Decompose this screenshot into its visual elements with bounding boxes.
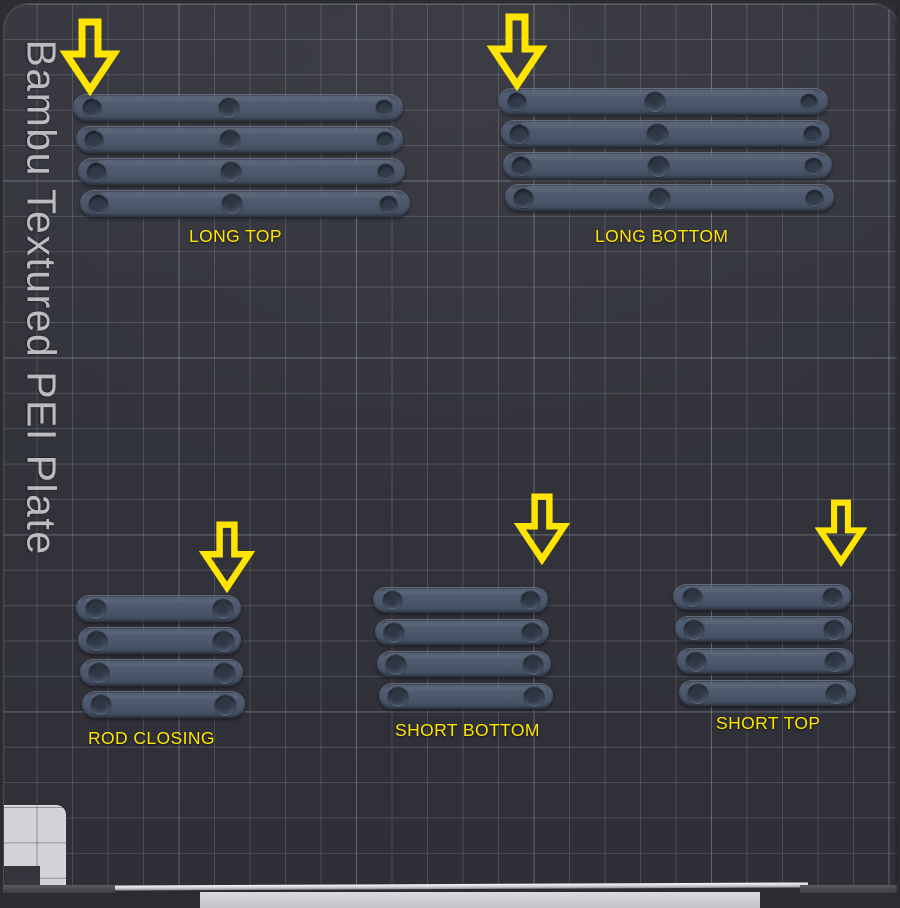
build-plate[interactable]: Bambu Textured PEI Plate <box>3 3 899 889</box>
part-long-bottom-3[interactable] <box>503 152 832 179</box>
part-hole <box>649 188 670 209</box>
part-hole <box>826 684 846 704</box>
plate-front-band <box>200 892 760 908</box>
part-hole <box>512 157 531 176</box>
part-long-top-3[interactable] <box>78 158 405 185</box>
part-hole <box>683 588 702 607</box>
part-hole <box>383 591 402 610</box>
part-rod-closing-3[interactable] <box>80 659 243 686</box>
part-hole <box>222 194 242 214</box>
part-hole <box>806 190 823 207</box>
part-hole <box>213 631 234 652</box>
part-hole <box>386 655 406 675</box>
part-group-rod-closing[interactable] <box>4 4 898 888</box>
part-hole <box>508 93 526 111</box>
part-short-bottom-4[interactable] <box>379 683 553 709</box>
part-hole <box>89 663 109 683</box>
part-short-top-3[interactable] <box>677 648 854 674</box>
part-hole <box>378 164 394 180</box>
part-group-long-top[interactable] <box>4 4 898 888</box>
part-hole <box>801 94 817 110</box>
part-hole <box>686 652 706 672</box>
part-hole <box>510 125 529 144</box>
part-group-short-bottom[interactable] <box>4 4 898 888</box>
part-hole <box>523 655 543 675</box>
part-hole <box>86 599 106 619</box>
part-short-bottom-1[interactable] <box>373 587 548 613</box>
part-hole <box>380 196 397 213</box>
part-hole <box>87 163 106 182</box>
part-hole <box>213 599 233 619</box>
part-group-short-top[interactable] <box>4 4 898 888</box>
part-hole <box>83 99 101 117</box>
part-hole <box>522 623 542 643</box>
part-hole <box>220 130 240 150</box>
part-long-top-2[interactable] <box>76 126 403 153</box>
part-long-top-4[interactable] <box>80 190 410 217</box>
part-hole <box>87 631 107 651</box>
part-hole <box>384 623 404 643</box>
part-hole <box>521 591 540 610</box>
part-hole <box>215 695 236 716</box>
part-hole <box>85 131 103 149</box>
part-hole <box>824 620 844 640</box>
part-group-long-bottom[interactable] <box>4 4 898 888</box>
part-label-long-top: LONG TOP <box>189 226 282 246</box>
part-long-bottom-1[interactable] <box>498 88 828 115</box>
part-label-rod-closing: ROD CLOSING <box>88 728 215 748</box>
part-hole <box>91 695 111 715</box>
part-hole <box>648 156 669 177</box>
part-hole <box>688 684 708 704</box>
part-long-top-1[interactable] <box>73 94 403 121</box>
part-hole <box>684 620 704 640</box>
part-label-short-top: SHORT TOP <box>716 713 821 733</box>
viewport-edge-right <box>897 0 900 908</box>
part-short-top-2[interactable] <box>675 616 852 642</box>
part-hole <box>825 652 845 672</box>
part-hole <box>805 158 822 175</box>
part-label-short-bottom: SHORT BOTTOM <box>395 720 540 740</box>
part-hole <box>645 92 665 112</box>
part-hole <box>647 124 668 145</box>
part-hole <box>524 687 544 707</box>
viewport-edge-left <box>0 0 3 908</box>
part-hole <box>214 663 235 684</box>
part-hole <box>219 98 239 118</box>
part-short-bottom-3[interactable] <box>377 651 551 677</box>
part-rod-closing-1[interactable] <box>76 595 241 622</box>
part-hole <box>376 100 392 116</box>
part-long-bottom-4[interactable] <box>505 184 834 211</box>
part-rod-closing-4[interactable] <box>82 691 245 718</box>
part-hole <box>221 162 241 182</box>
part-hole <box>89 195 108 214</box>
part-short-top-4[interactable] <box>679 680 856 706</box>
part-label-long-bottom: LONG BOTTOM <box>595 226 729 246</box>
part-short-top-1[interactable] <box>673 584 851 610</box>
part-rod-closing-2[interactable] <box>78 627 241 654</box>
part-hole <box>514 189 533 208</box>
part-short-bottom-2[interactable] <box>375 619 549 645</box>
part-long-bottom-2[interactable] <box>501 120 830 147</box>
part-hole <box>377 132 393 148</box>
plate-front-edge-left <box>0 885 115 893</box>
part-hole <box>823 588 842 607</box>
part-hole <box>388 687 408 707</box>
plate-origin-notch <box>4 866 40 888</box>
part-hole <box>804 126 821 143</box>
viewport-edge-top <box>0 0 900 3</box>
plate-front-edge-right <box>800 885 900 893</box>
